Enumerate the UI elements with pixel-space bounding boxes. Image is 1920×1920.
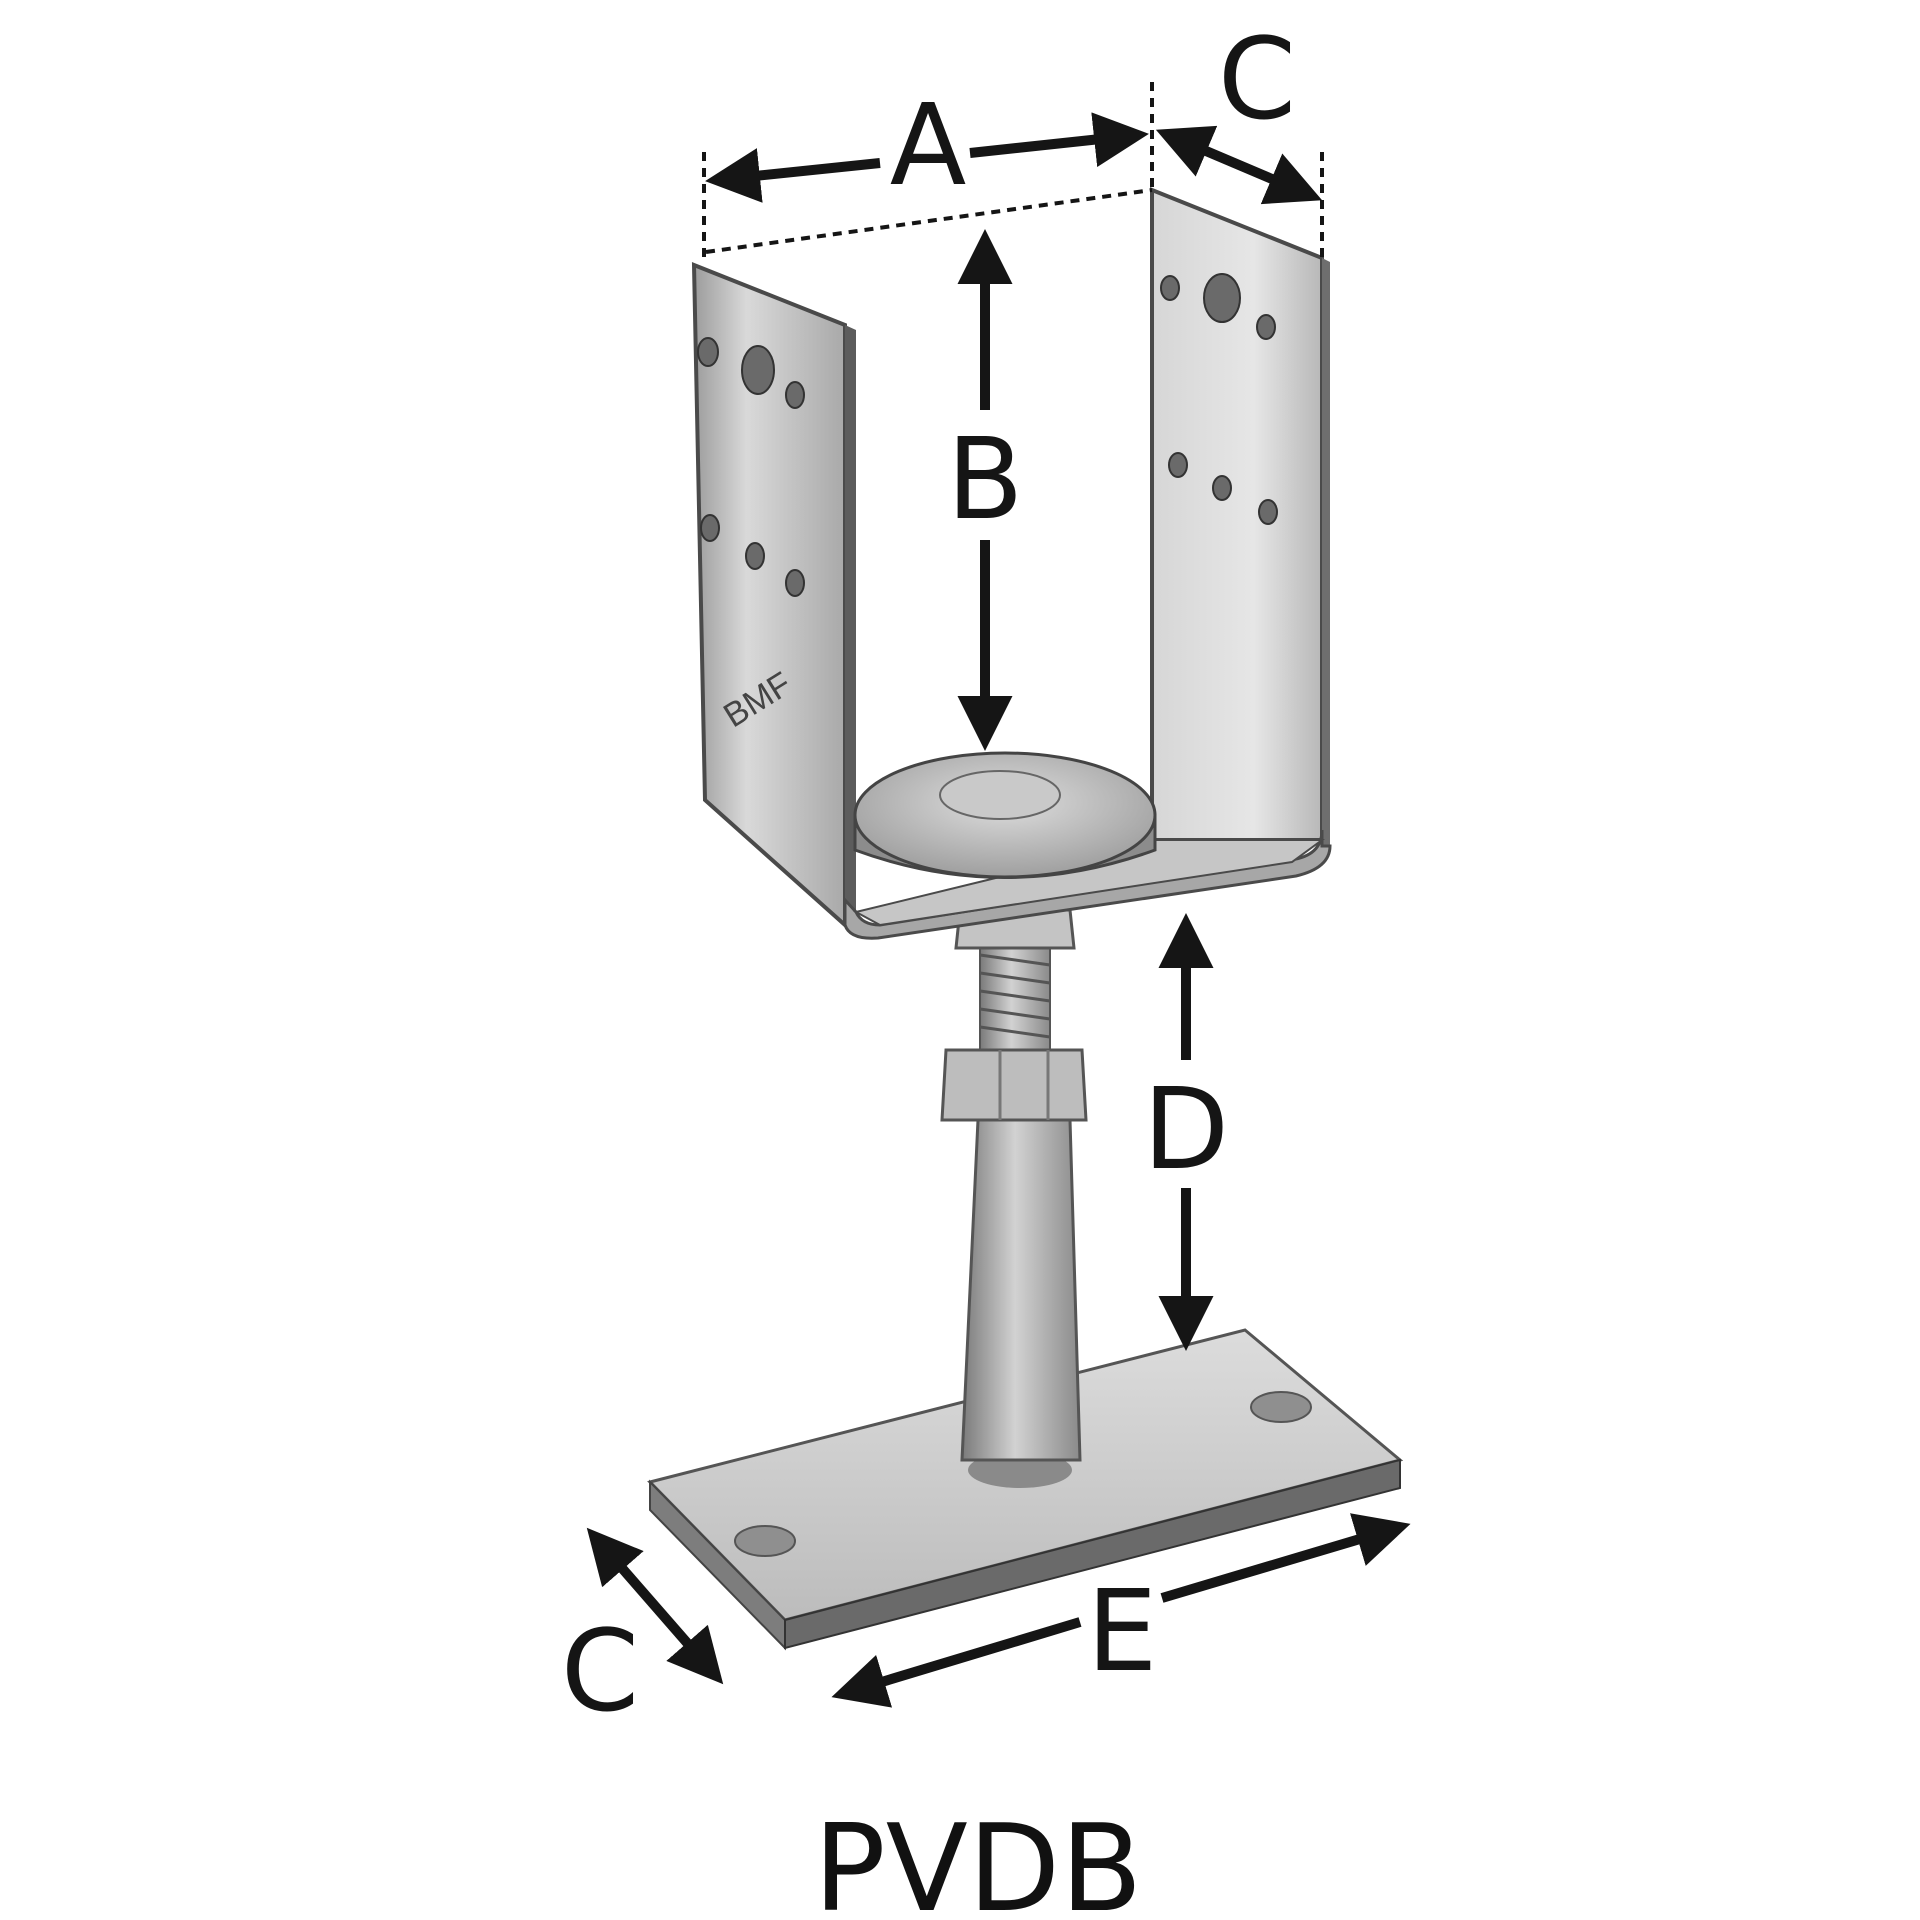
bracket-right-holes: [1160, 273, 1278, 525]
bearing-disc: [853, 751, 1157, 879]
base-plate-hole-right: [1250, 1391, 1312, 1423]
dimension-arrows: [586, 112, 1411, 1708]
dimension-a-label: A: [890, 81, 967, 211]
dimension-b-label: B: [947, 415, 1024, 545]
dimension-a-arrow-left: [705, 148, 881, 203]
dimension-e-label: E: [1087, 1567, 1158, 1697]
base-plate-hole-left: [734, 1525, 796, 1557]
adjustable-rod: [940, 908, 1088, 1488]
product-code: PVDB: [813, 1800, 1142, 1920]
dimension-e-arrow-left: [831, 1617, 1082, 1708]
dimension-c-top-label: C: [1218, 15, 1296, 145]
dimension-a-arrow-right: [969, 112, 1149, 168]
bracket-bottom: [843, 829, 1332, 940]
dimension-e-arrow-right: [1160, 1513, 1411, 1603]
dimension-c-bottom-label: C: [561, 1607, 639, 1737]
dimension-c-bottom-arrow: [586, 1527, 724, 1685]
bracket-left-holes: [697, 337, 805, 597]
dimension-c-top-arrow: [1155, 125, 1323, 205]
lower-hex-nut: [940, 1048, 1088, 1122]
dimension-d-label: D: [1143, 1065, 1229, 1195]
u-bracket: BMF: [691, 187, 1332, 940]
